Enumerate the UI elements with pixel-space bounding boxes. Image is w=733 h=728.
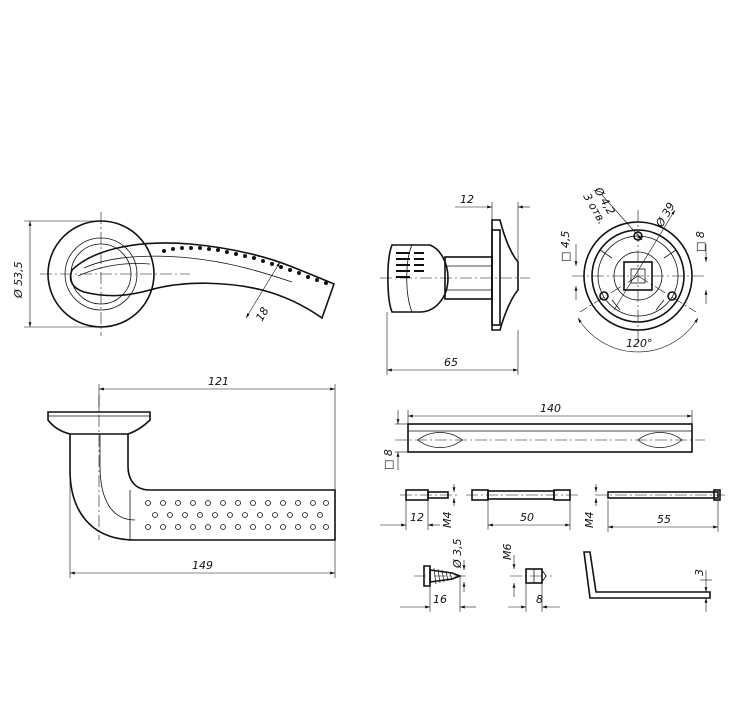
base-view: Ø 4,2 3 отв. Ø 39 □ 4,5 □ 8 120° — [559, 184, 708, 353]
front-view: Ø 53,5 18 — [12, 212, 336, 336]
wood-screw: 16 Ø 3,5 — [400, 538, 476, 612]
dim-grub-length: 8 — [536, 593, 543, 606]
dim-screw-dia: Ø 3,5 — [451, 538, 464, 569]
side-view: 12 65 — [380, 193, 530, 375]
dim-bolt1-length: 12 — [410, 511, 424, 524]
grub-screw: M6 8 — [501, 544, 560, 612]
top-view: 121 149 — [47, 375, 336, 578]
dim-side-depth: 65 — [444, 356, 458, 369]
dim-bolt3-length: 55 — [657, 513, 671, 526]
dim-square-right: □ 8 — [694, 231, 707, 252]
dim-top-length: 121 — [208, 375, 229, 388]
bolt2: 50 — [466, 489, 578, 530]
dim-angle: 120° — [626, 337, 653, 350]
dim-bolt1-thread: M4 — [441, 512, 454, 529]
dim-rose-diameter: Ø 53,5 — [12, 261, 25, 299]
dim-spindle-square: □ 8 — [382, 449, 395, 470]
side-dimples — [396, 252, 424, 278]
dim-bolt3-thread: M4 — [583, 512, 596, 529]
hex-key: 3 — [583, 551, 712, 612]
dim-total-length: 149 — [192, 559, 213, 572]
bolt1: 12 M4 — [380, 484, 460, 530]
bolt3: M4 55 — [583, 484, 725, 532]
dim-square-left: □ 4,5 — [559, 231, 572, 262]
dim-side-rose-thickness: 12 — [460, 193, 474, 206]
dim-spindle-length: 140 — [540, 402, 561, 415]
dim-bolt2-length: 50 — [520, 511, 534, 524]
dim-lever-width: 18 — [253, 305, 271, 324]
top-dimples — [145, 500, 329, 530]
dim-screw-length: 16 — [433, 593, 447, 606]
dim-grub-thread: M6 — [501, 544, 514, 561]
dim-key-size: 3 — [693, 569, 706, 576]
dim-base-diameter: Ø 39 — [653, 200, 678, 230]
spindle-view: 140 □ 8 — [382, 402, 705, 470]
